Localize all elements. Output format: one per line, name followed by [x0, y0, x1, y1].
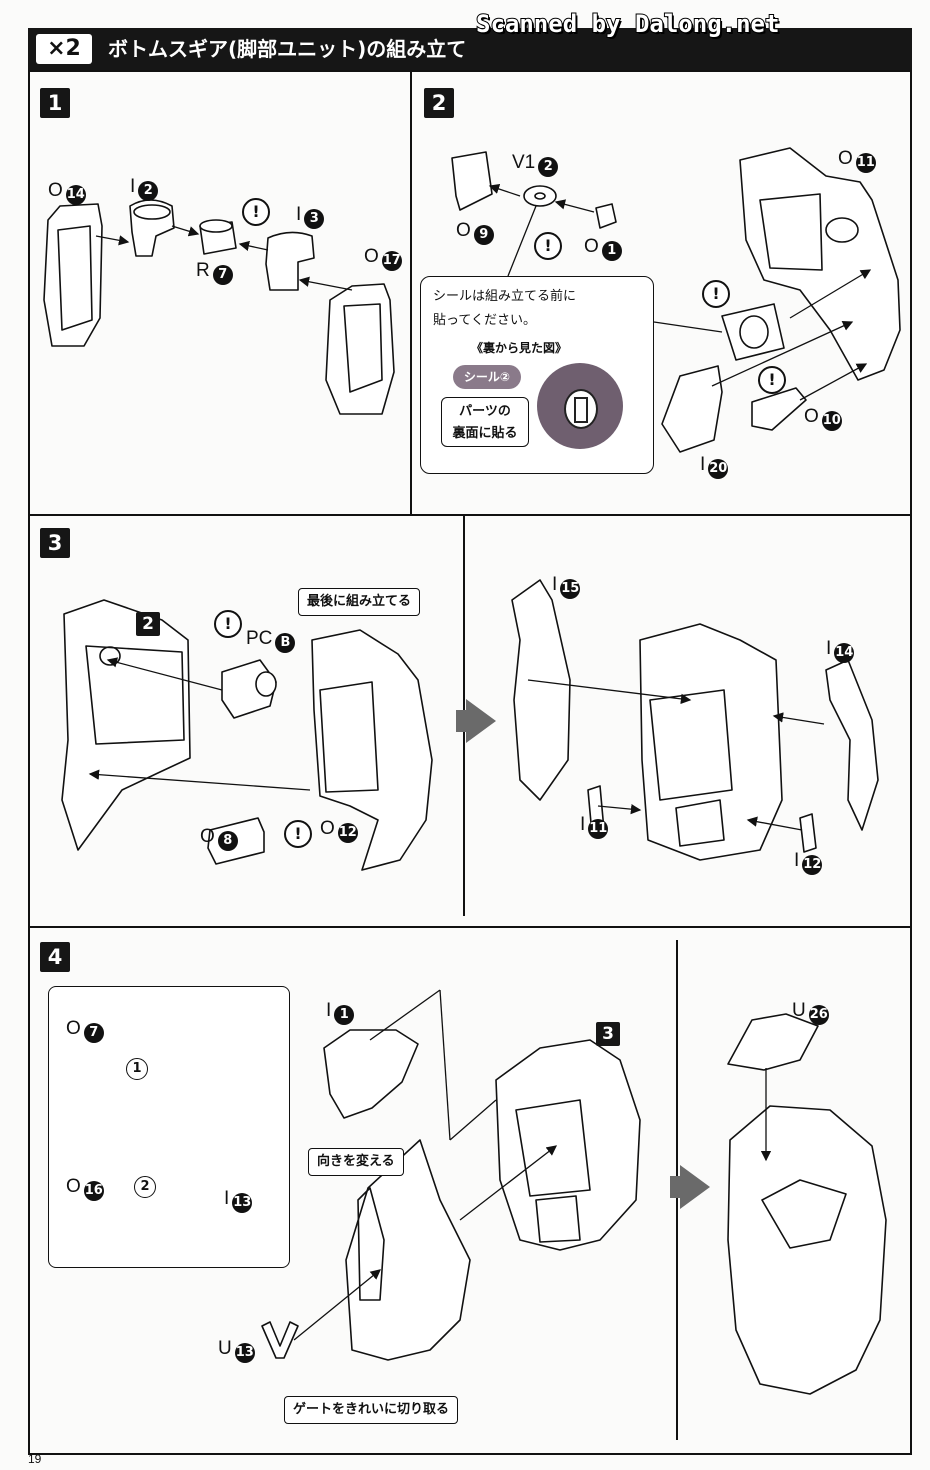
- part-u26-cap: [727, 1013, 819, 1071]
- back-view-label: 《裏から見た図》: [471, 341, 568, 355]
- seal-slot: [574, 397, 588, 423]
- quantity-badge: ×2: [36, 34, 92, 64]
- part-seal-plate: [721, 303, 785, 361]
- scan-watermark: Scanned by Dalong.net: [475, 9, 780, 39]
- seal-note: シールは組み立てる前に 貼ってください。: [433, 289, 577, 328]
- part-i12-pin: [799, 813, 817, 853]
- step-number-2: 2: [424, 88, 454, 118]
- step-number-3: 3: [40, 528, 70, 558]
- part-u13-v: [261, 1321, 299, 1359]
- part-o1-knob: [595, 203, 617, 229]
- divider-row-1: [28, 514, 912, 516]
- warning-icon: !: [702, 280, 730, 308]
- cut-gate-callout: ゲートをきれいに切り取る: [284, 1396, 459, 1424]
- warning-icon: !: [214, 610, 242, 638]
- step4-assembly: [495, 1039, 641, 1251]
- next-arrow-icon: [680, 1165, 710, 1209]
- part-i3-joint: [265, 231, 315, 291]
- part-pcb-cap: [221, 659, 277, 719]
- turn-direction-callout: 向きを変える: [308, 1148, 404, 1176]
- part-o12-shell: [311, 629, 433, 871]
- next-arrow-bar: [670, 1176, 682, 1198]
- warning-icon: !: [242, 198, 270, 226]
- part-i2-joint: [129, 199, 175, 257]
- seal-instruction-box: シールは組み立てる前に 貼ってください。 《裏から見た図》 シール② パーツの …: [420, 276, 654, 474]
- seal-2-tag: シール②: [453, 365, 521, 389]
- part-o10-tab: [751, 387, 807, 431]
- step-number-4: 4: [40, 942, 70, 972]
- next-arrow-bar: [456, 710, 468, 732]
- part-o14-shell: [43, 203, 103, 347]
- sub-step-ref-2: 2: [136, 612, 160, 636]
- sub-step-ref-3: 3: [596, 1022, 620, 1046]
- divider-row-2: [28, 926, 912, 928]
- sequence-bubble-2: 2: [134, 1176, 156, 1198]
- part-i1-cover: [323, 1029, 419, 1119]
- part-i14-panel: [825, 659, 879, 831]
- part-i15-panel: [511, 579, 571, 801]
- next-arrow-icon: [466, 699, 496, 743]
- instruction-frame: [28, 70, 912, 1455]
- step3-frame-part: [61, 599, 191, 851]
- part-v1-2-disc: [523, 185, 557, 207]
- step3-assembly: [639, 623, 783, 861]
- sequence-bubble-1: 1: [126, 1058, 148, 1080]
- part-o9-bracket: [451, 151, 493, 211]
- assemble-last-callout: 最後に組み立てる: [298, 588, 421, 616]
- warning-icon: !: [534, 232, 562, 260]
- page-number: 19: [28, 1452, 42, 1466]
- warning-icon: !: [284, 820, 312, 848]
- section-title: ボトムスギア(脚部ユニット)の組み立て: [108, 37, 467, 61]
- final-assembly: [727, 1105, 887, 1395]
- part-o11-housing: [739, 147, 901, 381]
- apply-back-note: パーツの 裏面に貼る: [441, 397, 529, 447]
- warning-icon: !: [758, 366, 786, 394]
- step-number-1: 1: [40, 88, 70, 118]
- part-o17-shell: [325, 283, 395, 415]
- part-r7-cylinder: [199, 219, 237, 255]
- section-header: ×2 ボトムスギア(脚部ユニット)の組み立て: [28, 28, 912, 70]
- part-i20-flap: [661, 365, 723, 453]
- divider-col-1: [410, 70, 412, 516]
